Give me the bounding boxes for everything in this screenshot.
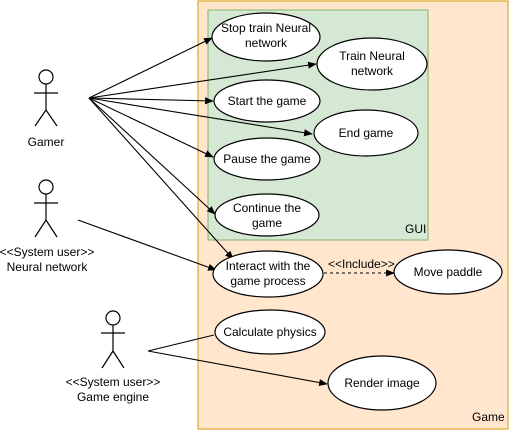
actor-game-engine-head — [105, 310, 121, 326]
usecase-train-label-2: network — [351, 64, 394, 78]
actor-gamer-label: Gamer — [28, 135, 65, 149]
actor-neural-network-head — [38, 179, 54, 195]
assoc-gamer-stop-train — [88, 37, 213, 99]
actor-gamer — [34, 69, 58, 127]
associations — [77, 37, 395, 387]
assoc-gamer-continue — [88, 97, 216, 215]
usecase-physics-label: Calculate physics — [223, 325, 316, 339]
assoc-gamer-pause — [88, 97, 214, 158]
usecases — [211, 12, 503, 411]
actor-game-engine-label-1: <<System user>> — [66, 375, 161, 389]
usecase-render-label: Render image — [344, 376, 420, 390]
usecase-render-image — [327, 355, 437, 411]
usecase-interact-with-game-process — [212, 250, 324, 298]
actor-gamer-head — [38, 69, 54, 85]
usecase-pause-label: Pause the game — [223, 152, 311, 166]
actor-game-engine-label-2: Game engine — [77, 390, 149, 404]
include-label: <<Include>> — [328, 257, 395, 271]
usecase-calculate-physics — [214, 309, 326, 355]
actor-game-engine — [101, 310, 125, 369]
usecase-continue-label-2: game — [252, 216, 282, 230]
usecase-interact-label-1: Interact with the — [226, 259, 311, 273]
usecase-stop-train-neural-network — [211, 12, 321, 62]
usecase-interact-label-2: game process — [230, 274, 305, 288]
actor-neural-network-label-2: Neural network — [7, 260, 89, 274]
usecase-start-label: Start the game — [228, 94, 307, 108]
usecase-move-paddle — [393, 249, 503, 295]
assoc-gamer-interact — [88, 97, 234, 260]
usecase-continue-label-1: Continue the — [233, 201, 301, 215]
usecase-pause-the-game — [213, 137, 321, 181]
assoc-gamer-end — [88, 97, 313, 137]
usecase-move-paddle-label: Move paddle — [414, 265, 483, 279]
actor-neural-network-label-1: <<System user>> — [0, 245, 94, 259]
usecase-end-game — [313, 109, 419, 157]
assoc-gamer-train — [88, 61, 317, 99]
gui-boundary-label: GUI — [405, 222, 426, 236]
usecase-start-the-game — [213, 79, 321, 123]
usecase-continue-the-game — [214, 193, 320, 237]
assoc-gamer-start — [88, 97, 214, 105]
assoc-neural-interact — [77, 219, 217, 271]
usecase-stop-train-label-2: network — [245, 36, 288, 50]
game-boundary-label: Game — [472, 410, 505, 424]
usecase-end-label: End game — [339, 126, 394, 140]
assoc-engine-physics — [147, 334, 215, 352]
usecase-stop-train-label-1: Stop train Neural — [221, 21, 311, 35]
actor-neural-network — [34, 179, 58, 238]
usecase-train-neural-network — [316, 37, 428, 91]
assoc-engine-render — [147, 350, 328, 387]
usecase-train-label-1: Train Neural — [339, 49, 405, 63]
